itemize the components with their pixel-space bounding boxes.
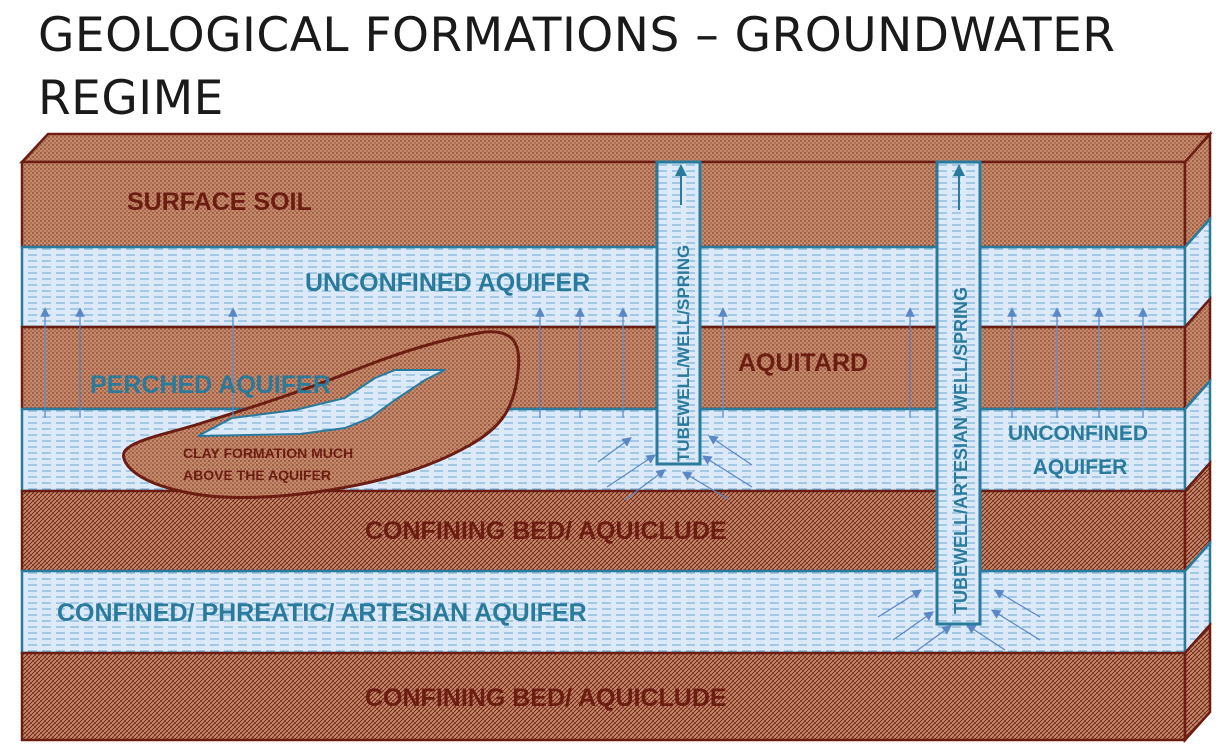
block-top-face — [19, 132, 1213, 164]
clay-formation-label-line1: CLAY FORMATION MUCH — [183, 445, 353, 461]
side-confining-bed-2 — [1183, 621, 1212, 744]
page-title: GEOLOGICAL FORMATIONS – GROUNDWATER REGI… — [38, 8, 1116, 126]
confining-bed-1-label: CONFINING BED/ AQUICLUDE — [365, 517, 727, 545]
tubewell-inflow-arrows — [597, 435, 753, 501]
perched-aquifer-label: PERCHED AQUIFER — [90, 371, 331, 399]
confining-bed-2-layer — [20, 651, 1187, 742]
unconfined-aquifer-right-label-line2: AQUIFER — [1033, 456, 1128, 479]
artesian-inflow-arrows — [877, 589, 1041, 653]
unconfined-aquifer-layer — [20, 245, 1187, 329]
confining-bed-1-layer — [20, 489, 1187, 573]
surface-soil-label: SURFACE SOIL — [127, 188, 312, 216]
tubewell-pipe — [655, 160, 702, 466]
perched-aquifer-lens — [197, 369, 446, 437]
upward-arrows — [40, 307, 1148, 418]
confined-aquifer-label: CONFINED/ PHREATIC/ ARTESIAN AQUIFER — [57, 599, 587, 627]
confining-bed-2-label: CONFINING BED/ AQUICLUDE — [365, 684, 727, 712]
tubewell-label: TUBEWELL/WELL/SPRING — [674, 245, 693, 462]
unconfined-aquifer-right-label-line1: UNCONFINED — [1008, 422, 1148, 445]
aquitard-label: AQUITARD — [738, 349, 868, 377]
clay-formation-label-line2: ABOVE THE AQUIFER — [183, 467, 331, 483]
artesian-well-pipe — [935, 160, 982, 626]
unconfined-aquifer-label: UNCONFINED AQUIFER — [305, 269, 590, 297]
artesian-well-label: TUBEWELL/ARTESIAN WELL/SPRING — [951, 287, 971, 614]
